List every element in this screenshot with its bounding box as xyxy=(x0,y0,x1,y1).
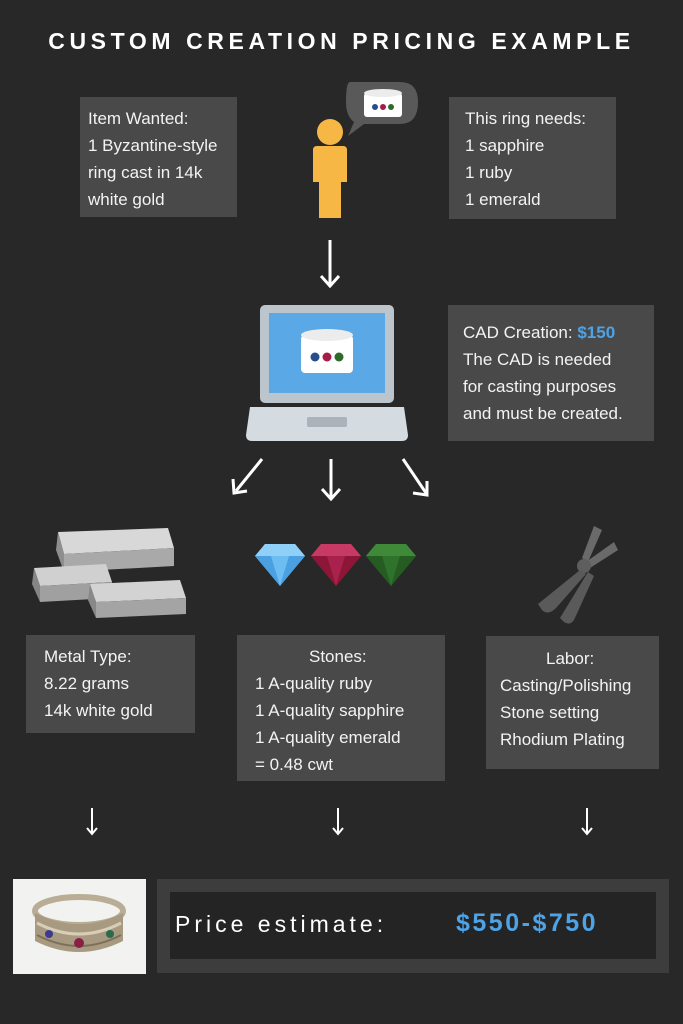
silver-bars-icon xyxy=(32,528,186,618)
item-wanted-box: Item Wanted: 1 Byzantine-style ring cast… xyxy=(80,97,237,217)
labor-line: Casting/Polishing xyxy=(500,676,632,695)
stones-line: = 0.48 cwt xyxy=(255,755,333,774)
item-wanted-line: white gold xyxy=(88,190,165,209)
labor-line: Stone setting xyxy=(500,703,600,722)
cad-line: The CAD is needed xyxy=(463,350,612,369)
speech-bubble-icon xyxy=(346,82,418,136)
metal-line: 14k white gold xyxy=(44,701,153,720)
pliers-icon xyxy=(538,526,618,624)
arrow-down-icon xyxy=(332,808,344,836)
cad-line: for casting purposes xyxy=(463,377,617,396)
metal-heading: Metal Type: xyxy=(44,647,132,666)
labor-box: Labor: Casting/Polishing Stone setting R… xyxy=(486,636,659,769)
labor-line: Rhodium Plating xyxy=(500,730,625,749)
arrow-down-right-icon xyxy=(401,458,429,497)
labor-heading: Labor: xyxy=(546,649,595,668)
ring-needs-line: 1 emerald xyxy=(465,190,541,209)
ring-photo xyxy=(13,879,146,974)
item-wanted-line: 1 Byzantine-style xyxy=(88,136,218,155)
item-wanted-heading: Item Wanted: xyxy=(88,109,189,128)
page-title: CUSTOM CREATION PRICING EXAMPLE xyxy=(48,28,635,54)
price-panel-inner xyxy=(170,892,656,959)
stones-box: Stones: 1 A-quality ruby 1 A-quality sap… xyxy=(237,635,445,781)
cad-line: and must be created. xyxy=(463,404,623,423)
ring-icon xyxy=(364,89,402,117)
ring-needs-heading: This ring needs: xyxy=(465,109,586,128)
person-icon xyxy=(313,119,347,218)
cad-box: CAD Creation: $150 The CAD is needed for… xyxy=(448,305,654,441)
stones-line: 1 A-quality ruby xyxy=(255,674,373,693)
ring-needs-line: 1 ruby xyxy=(465,163,513,182)
laptop-icon xyxy=(246,305,408,441)
stones-heading: Stones: xyxy=(309,647,367,666)
emerald-gem-icon xyxy=(366,544,416,586)
cad-label: CAD Creation: xyxy=(463,323,578,342)
arrow-down-left-icon xyxy=(231,458,264,495)
price-value: $550-$750 xyxy=(456,909,599,937)
arrow-down-icon xyxy=(581,808,593,836)
metal-line: 8.22 grams xyxy=(44,674,130,693)
stones-line: 1 A-quality sapphire xyxy=(255,701,405,720)
ring-icon xyxy=(301,329,353,373)
arrow-down-icon xyxy=(86,808,98,836)
sapphire-gem-icon xyxy=(255,544,305,586)
item-wanted-line: ring cast in 14k xyxy=(88,163,203,182)
stones-line: 1 A-quality emerald xyxy=(255,728,401,747)
cad-price: $150 xyxy=(577,323,616,342)
ring-needs-box: This ring needs: 1 sapphire 1 ruby 1 eme… xyxy=(449,97,616,219)
ruby-gem-icon xyxy=(311,544,361,586)
arrow-down-icon xyxy=(319,240,341,289)
ring-photo-drawing xyxy=(32,894,126,952)
metal-box: Metal Type: 8.22 grams 14k white gold xyxy=(26,635,195,733)
price-label: Price estimate: xyxy=(175,911,388,937)
cad-heading: CAD Creation: $150 xyxy=(463,319,654,346)
ring-needs-line: 1 sapphire xyxy=(465,136,545,155)
arrow-down-icon xyxy=(320,459,342,502)
